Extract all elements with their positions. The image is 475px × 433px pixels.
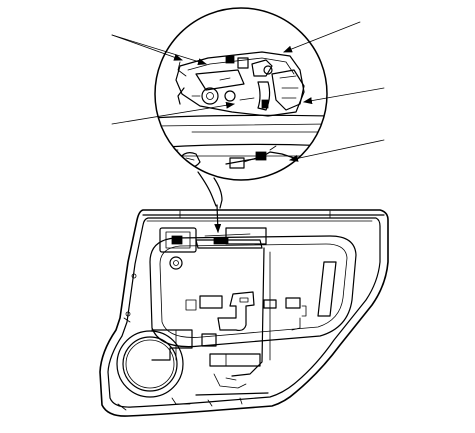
speaker-grille [116, 330, 184, 398]
door-lock-mechanism [175, 51, 305, 117]
callout-line-1a [111, 34, 183, 61]
callout-line-1b [111, 34, 207, 65]
lock-rod-bracket [217, 291, 255, 332]
magnifier-leader [197, 171, 223, 233]
callout-lines [111, 21, 385, 162]
callout-line-3 [283, 21, 361, 53]
callout-line-2 [111, 101, 235, 125]
callout-line-5 [289, 139, 385, 162]
door-panel-outer-edge [99, 209, 389, 417]
door-panel [99, 209, 389, 417]
door-panel-inner-edge [107, 217, 381, 408]
callout-line-4 [303, 87, 385, 105]
detail-magnifier [154, 7, 328, 181]
